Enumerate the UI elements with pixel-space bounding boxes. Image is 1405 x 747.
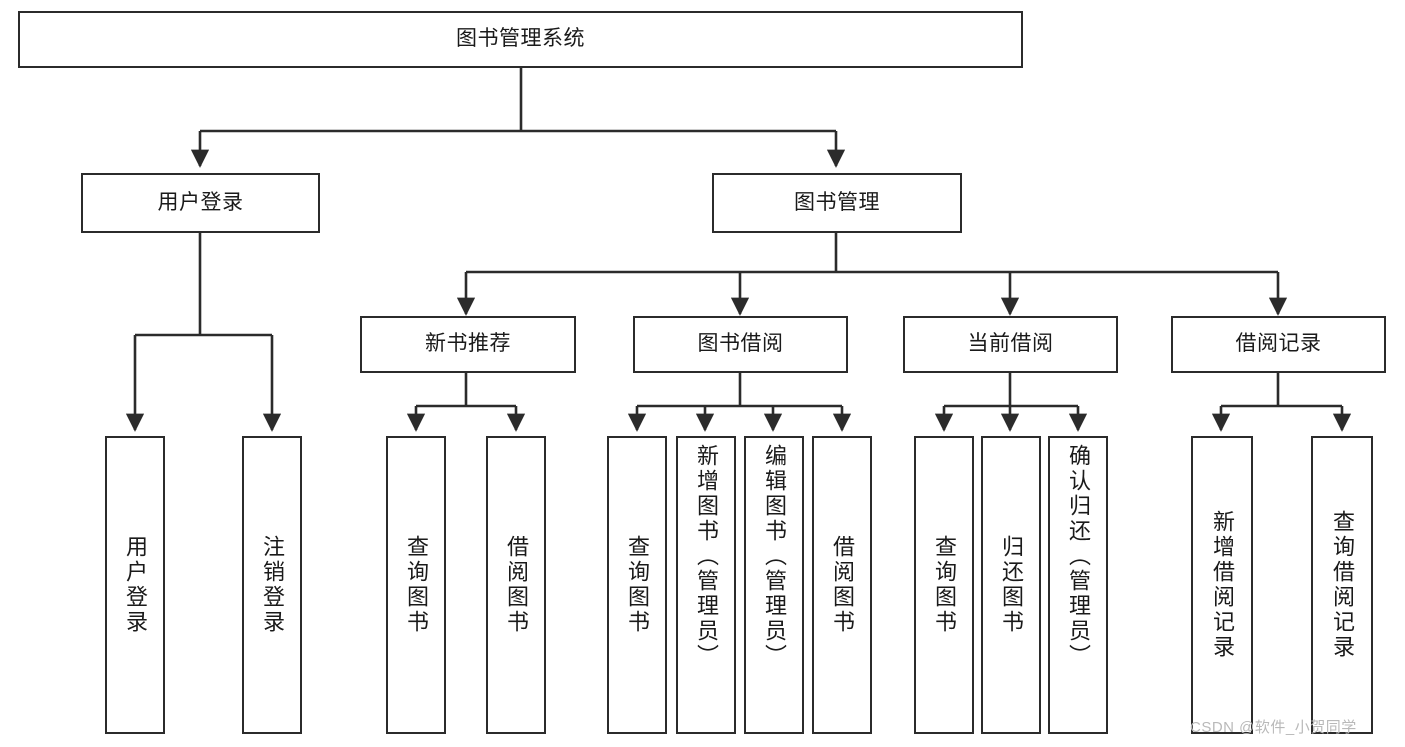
- node-leaf-add-book-label: 新增图书（管理员）: [694, 444, 719, 669]
- node-current-borrow-label: 当前借阅: [967, 332, 1054, 356]
- node-leaf-query-borrow-record-label: 查询借阅记录: [1330, 510, 1355, 660]
- node-leaf-confirm-return-label: 确认归还（管理员）: [1066, 444, 1091, 669]
- node-borrow-record-label: 借阅记录: [1235, 332, 1322, 356]
- node-book-management-label: 图书管理: [794, 190, 880, 214]
- node-leaf-query-book-1-label: 查询图书: [404, 535, 429, 635]
- node-leaf-logout-login[interactable]: 注销登录: [242, 436, 302, 734]
- node-book-management[interactable]: 图书管理: [712, 173, 962, 233]
- node-leaf-query-book-1[interactable]: 查询图书: [386, 436, 446, 734]
- node-new-book-recommend[interactable]: 新书推荐: [360, 316, 576, 373]
- node-leaf-query-book-2-label: 查询图书: [625, 535, 650, 635]
- node-leaf-borrow-book-2-label: 借阅图书: [830, 535, 855, 635]
- node-leaf-query-book-2[interactable]: 查询图书: [607, 436, 667, 734]
- node-leaf-edit-book[interactable]: 编辑图书（管理员）: [744, 436, 804, 734]
- node-user-login[interactable]: 用户登录: [81, 173, 320, 233]
- node-leaf-query-borrow-record[interactable]: 查询借阅记录: [1311, 436, 1373, 734]
- node-new-book-recommend-label: 新书推荐: [425, 332, 511, 356]
- node-current-borrow[interactable]: 当前借阅: [903, 316, 1118, 373]
- node-book-borrow-label: 图书借阅: [697, 332, 784, 356]
- node-leaf-logout-login-label: 注销登录: [260, 535, 285, 635]
- node-root-label: 图书管理系统: [456, 27, 585, 51]
- node-leaf-user-login-label: 用户登录: [123, 535, 148, 635]
- node-leaf-return-book[interactable]: 归还图书: [981, 436, 1041, 734]
- node-leaf-borrow-book-1[interactable]: 借阅图书: [486, 436, 546, 734]
- node-book-borrow[interactable]: 图书借阅: [633, 316, 848, 373]
- node-leaf-add-borrow-record-label: 新增借阅记录: [1210, 510, 1235, 660]
- node-leaf-user-login[interactable]: 用户登录: [105, 436, 165, 734]
- node-borrow-record[interactable]: 借阅记录: [1171, 316, 1386, 373]
- node-leaf-query-book-3[interactable]: 查询图书: [914, 436, 974, 734]
- node-root[interactable]: 图书管理系统: [18, 11, 1023, 68]
- node-leaf-edit-book-label: 编辑图书（管理员）: [762, 444, 787, 669]
- node-leaf-return-book-label: 归还图书: [999, 535, 1024, 635]
- node-leaf-borrow-book-2[interactable]: 借阅图书: [812, 436, 872, 734]
- node-leaf-add-book[interactable]: 新增图书（管理员）: [676, 436, 736, 734]
- node-leaf-confirm-return[interactable]: 确认归还（管理员）: [1048, 436, 1108, 734]
- node-leaf-query-book-3-label: 查询图书: [932, 535, 957, 635]
- node-user-login-label: 用户登录: [157, 190, 244, 214]
- node-leaf-borrow-book-1-label: 借阅图书: [504, 535, 529, 635]
- node-leaf-add-borrow-record[interactable]: 新增借阅记录: [1191, 436, 1253, 734]
